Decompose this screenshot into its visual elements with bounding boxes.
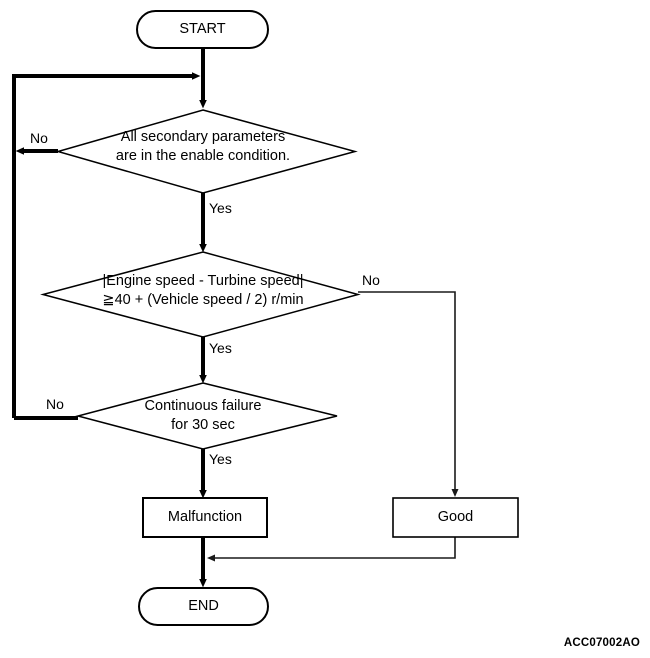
node-malfunction-shape <box>142 497 268 538</box>
edge-label-decision2-yes: Yes <box>209 340 232 356</box>
reference-code: ACC07002AO <box>563 637 640 649</box>
edge-decision2-no <box>358 291 459 498</box>
edge-return-loop-trunk <box>12 72 201 418</box>
edge-label-decision1-yes: Yes <box>209 200 232 216</box>
node-end-shape <box>138 587 269 626</box>
node-decision-secondary-parameters-shape <box>55 109 358 194</box>
node-start-shape <box>136 10 269 49</box>
edge-label-decision3-yes: Yes <box>209 451 232 467</box>
edge-good-to-end <box>206 537 456 562</box>
node-decision-speed-difference-shape <box>40 251 361 338</box>
edge-label-decision3-no: No <box>46 396 64 412</box>
edge-label-decision2-no: No <box>362 272 380 288</box>
node-good-shape <box>392 497 519 538</box>
node-decision-continuous-failure-shape <box>75 382 338 450</box>
edge-label-decision1-no: No <box>30 130 48 146</box>
